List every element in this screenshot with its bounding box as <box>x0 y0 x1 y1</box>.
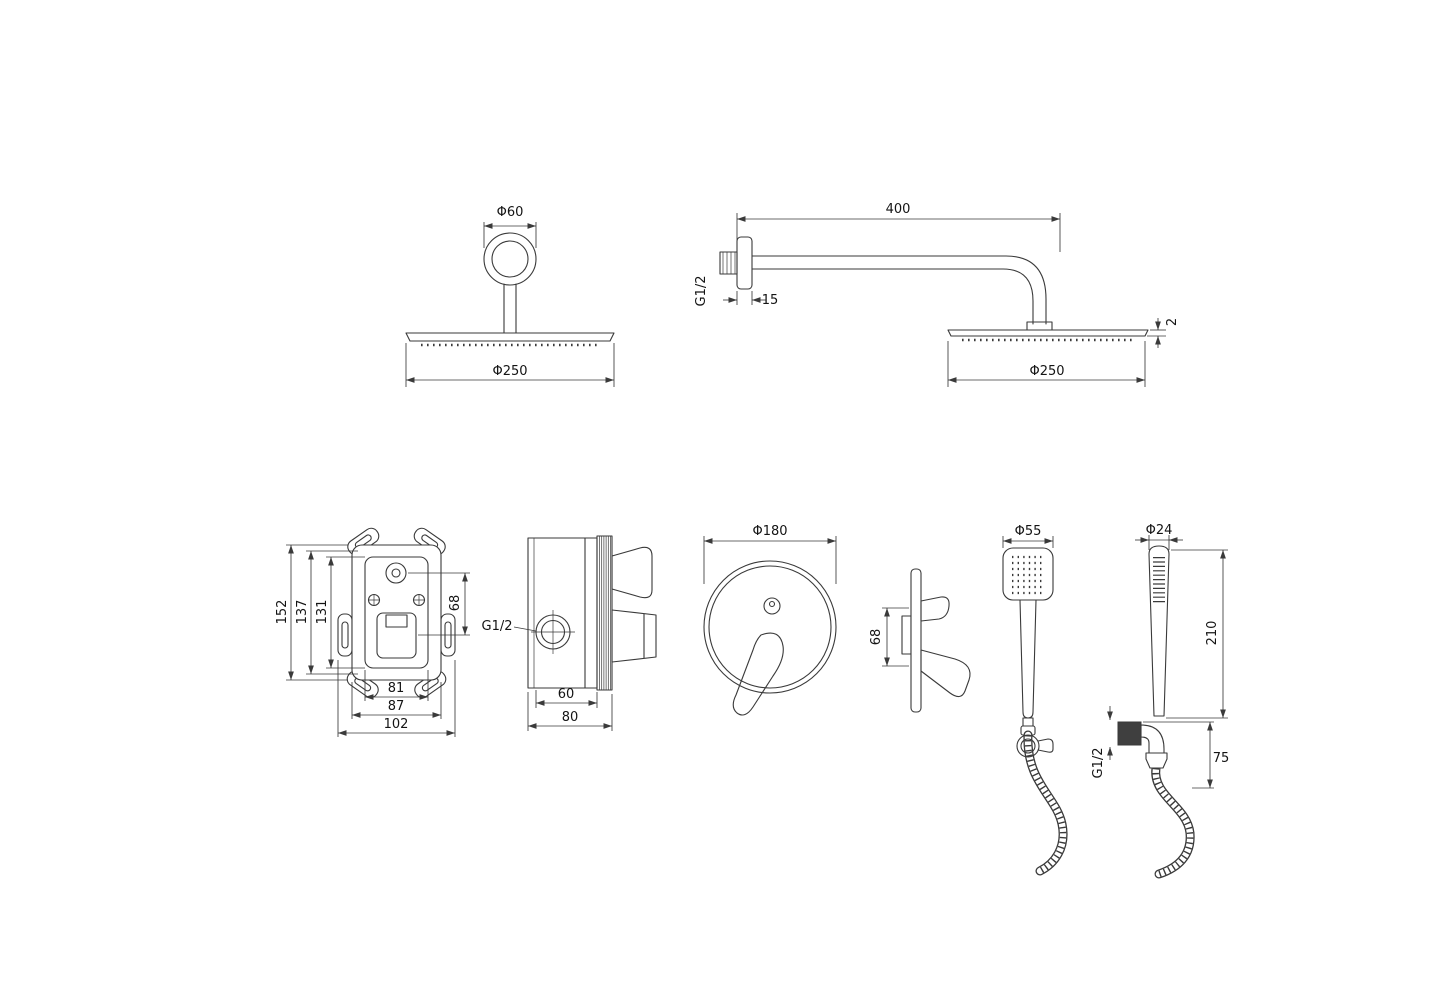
view-mixer-trim-side: 68 <box>869 568 971 713</box>
dim-wand-length: 210 <box>1205 621 1220 646</box>
dim-valve-overall-width: 102 <box>384 717 409 732</box>
dim-trim-handle-spacing: 68 <box>869 629 884 646</box>
dim-valve-body-depth: 60 <box>558 687 575 702</box>
dim-valve-body-height: 131 <box>315 600 330 625</box>
dim-overhead-head-diameter-side: Φ250 <box>1029 364 1064 379</box>
view-valve-box-front: 152 137 131 68 81 87 102 <box>275 527 470 737</box>
dim-arm-length: 400 <box>886 202 911 217</box>
dim-wand-diameter: Φ24 <box>1146 523 1173 538</box>
dim-valve-inner-width: 81 <box>388 681 405 696</box>
view-hand-shower-front: Φ55 <box>1002 524 1068 876</box>
dim-valve-overall-depth: 80 <box>562 710 579 725</box>
dim-trim-plate-diameter: Φ180 <box>752 524 787 539</box>
dim-head-thickness: 2 <box>1165 318 1180 326</box>
dim-outlet-thread: G1/2 <box>1091 748 1106 779</box>
dim-flange-depth: 15 <box>762 293 779 308</box>
dim-wall-thread: G1/2 <box>694 276 709 307</box>
dim-valve-overall-height: 152 <box>275 600 290 625</box>
view-valve-box-side: G1/2 60 80 <box>482 535 657 731</box>
dim-overhead-flange-diameter: Φ60 <box>497 205 524 220</box>
dim-handshower-head-diameter: Φ55 <box>1015 524 1042 539</box>
view-mixer-trim-front: Φ180 <box>703 524 837 716</box>
dim-valve-inlet-thread: G1/2 <box>482 619 513 634</box>
view-overhead-shower-front: Φ60 Φ250 <box>405 205 615 387</box>
view-overhead-shower-side: 400 G1/2 15 2 Φ250 <box>694 202 1180 387</box>
dim-valve-body-width: 87 <box>388 699 405 714</box>
view-wall-outlet: G1/2 75 <box>1091 706 1230 879</box>
dim-valve-port-spacing: 68 <box>448 595 463 612</box>
dim-valve-inner-height: 137 <box>295 600 310 625</box>
dim-outlet-offset: 75 <box>1213 751 1230 766</box>
view-hand-shower-side: Φ24 210 <box>1135 523 1228 719</box>
dim-overhead-head-diameter-front: Φ250 <box>492 364 527 379</box>
